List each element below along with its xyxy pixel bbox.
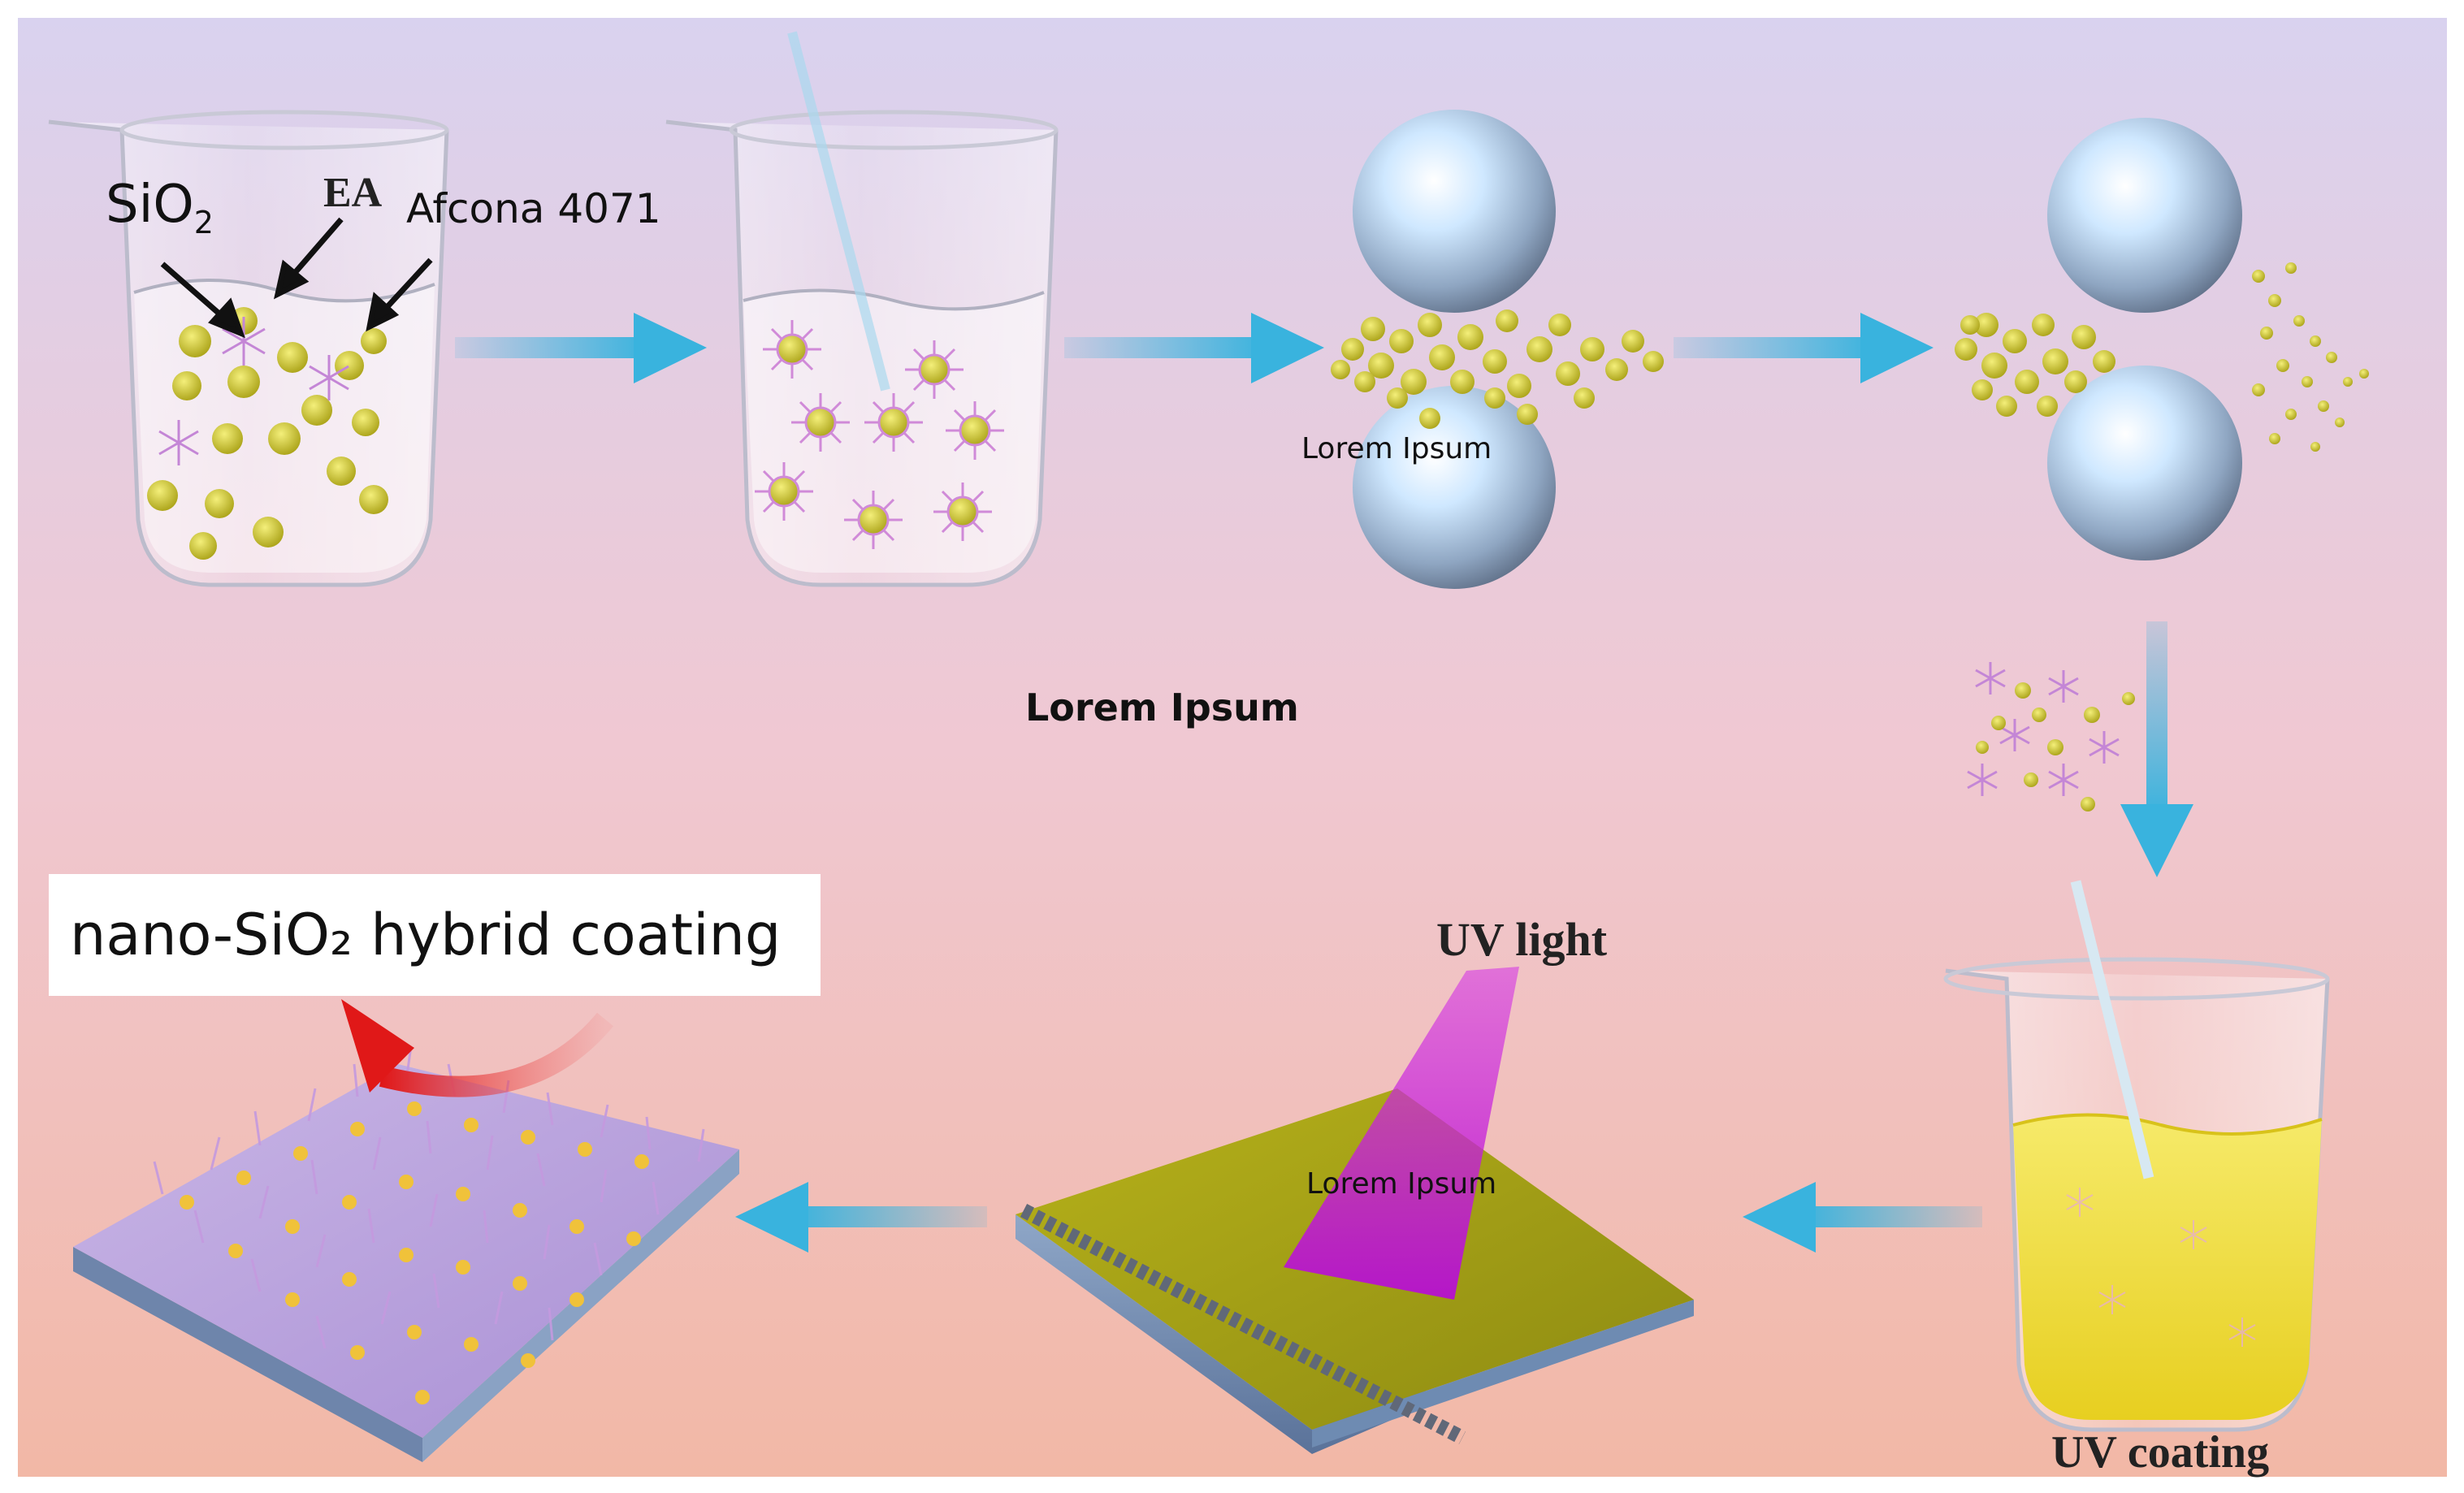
- uv-coating-label: UV coating: [2051, 1427, 2270, 1478]
- ea-label: EA: [323, 170, 383, 216]
- arrow-left-icon: [735, 1182, 987, 1253]
- sio2-label: SiO2: [106, 175, 214, 240]
- additive-mixture: [1967, 662, 2135, 811]
- film-label: Lorem Ipsum: [1306, 1167, 1497, 1201]
- ea-molecules: [158, 317, 349, 465]
- beaker-icon: [1943, 880, 2330, 1432]
- arrow-right-icon: [1674, 313, 1934, 383]
- milled-particles: [1331, 309, 1664, 429]
- afcona-label: Afcona 4071: [406, 185, 661, 232]
- center-label: Lorem Ipsum: [1025, 686, 1299, 729]
- curved-arrow-icon: [341, 999, 614, 1097]
- arrow-right-icon: [1064, 313, 1324, 383]
- uv-light-label: UV light: [1436, 913, 1608, 966]
- pointer-arrows: [160, 217, 433, 339]
- title-box: nano-SiO₂ hybrid coating: [49, 874, 821, 996]
- grinding-ball-icon: [2047, 118, 2242, 560]
- final-title: nano-SiO₂ hybrid coating: [70, 902, 782, 968]
- arrow-right-icon: [455, 313, 707, 383]
- arrow-down-icon: [2120, 621, 2193, 877]
- uv-beam-icon: [1284, 967, 1519, 1300]
- modified-particles: [755, 320, 1004, 549]
- grinding-ball-icon: [1353, 110, 1556, 589]
- arrow-left-icon: [1743, 1182, 1982, 1253]
- coated-substrate-icon: [73, 1045, 739, 1462]
- dispersed-particles: [1955, 262, 2369, 452]
- mill-label: Lorem Ipsum: [1301, 432, 1492, 465]
